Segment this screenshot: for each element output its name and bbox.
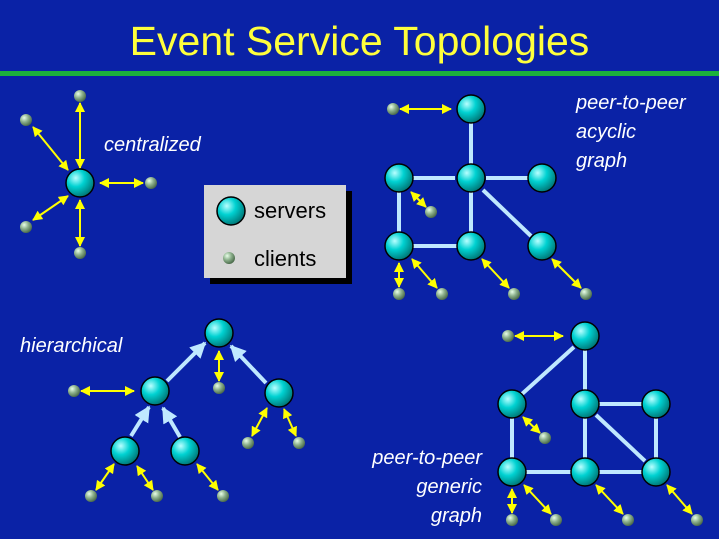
server-node bbox=[170, 436, 200, 466]
server-node bbox=[570, 321, 600, 351]
server-node bbox=[456, 231, 486, 261]
client-node bbox=[74, 247, 86, 259]
client-node bbox=[68, 385, 80, 397]
server-node bbox=[570, 389, 600, 419]
client-node bbox=[550, 514, 562, 526]
server-link bbox=[165, 341, 207, 383]
server-node bbox=[527, 163, 557, 193]
client-node bbox=[85, 490, 97, 502]
client-node bbox=[539, 432, 551, 444]
client-node bbox=[74, 90, 86, 102]
server-node bbox=[384, 163, 414, 193]
label-acyclic: peer-to-peer acyclic graph bbox=[576, 89, 686, 176]
client-link bbox=[95, 463, 115, 491]
client-link bbox=[481, 258, 510, 289]
legend-box: servers clients bbox=[204, 185, 346, 278]
client-link bbox=[136, 465, 154, 491]
client-node bbox=[242, 437, 254, 449]
server-link bbox=[161, 406, 182, 439]
server-node bbox=[497, 389, 527, 419]
label-centralized: centralized bbox=[104, 134, 201, 156]
client-link bbox=[523, 484, 552, 515]
client-link bbox=[551, 258, 582, 289]
client-link bbox=[666, 484, 693, 515]
label-acyclic-line: peer-to-peer bbox=[576, 92, 686, 114]
legend-symbols bbox=[216, 196, 246, 264]
server-link bbox=[594, 413, 647, 463]
title-divider bbox=[0, 71, 719, 76]
server-node bbox=[384, 231, 414, 261]
server-node bbox=[641, 457, 671, 487]
client-node bbox=[293, 437, 305, 449]
server-link bbox=[481, 188, 533, 238]
client-link bbox=[595, 484, 624, 515]
client-node bbox=[502, 330, 514, 342]
hierarchical-topology bbox=[68, 318, 305, 502]
client-node bbox=[393, 288, 405, 300]
client-link bbox=[522, 416, 541, 434]
client-node bbox=[691, 514, 703, 526]
client-link bbox=[410, 191, 427, 208]
client-node bbox=[213, 382, 225, 394]
client-link bbox=[32, 126, 69, 171]
client-link bbox=[411, 258, 438, 289]
server-node bbox=[527, 231, 557, 261]
server-node bbox=[110, 436, 140, 466]
label-generic: peer-to-peer generic graph bbox=[330, 444, 482, 531]
generic-topology bbox=[497, 321, 703, 526]
server-node bbox=[641, 389, 671, 419]
client-node bbox=[622, 514, 634, 526]
label-generic-line: peer-to-peer bbox=[372, 447, 482, 469]
server-node bbox=[264, 378, 294, 408]
legend-server-symbol bbox=[216, 196, 246, 226]
client-node bbox=[436, 288, 448, 300]
legend-client-symbol bbox=[223, 252, 235, 264]
client-link bbox=[283, 408, 297, 437]
client-node bbox=[217, 490, 229, 502]
server-link bbox=[229, 344, 268, 385]
client-node bbox=[580, 288, 592, 300]
client-link bbox=[32, 195, 69, 221]
slide-title: Event Service Topologies bbox=[129, 18, 590, 64]
label-acyclic-line: graph bbox=[576, 150, 628, 172]
client-node bbox=[387, 103, 399, 115]
legend-clients-label: clients bbox=[254, 246, 317, 271]
server-link bbox=[129, 405, 151, 438]
client-node bbox=[425, 206, 437, 218]
label-hierarchical: hierarchical bbox=[20, 335, 123, 357]
server-link bbox=[520, 345, 576, 396]
server-node bbox=[456, 94, 486, 124]
label-generic-line: generic bbox=[416, 476, 482, 498]
client-link bbox=[251, 407, 268, 437]
client-node bbox=[506, 514, 518, 526]
server-node bbox=[497, 457, 527, 487]
label-acyclic-line: acyclic bbox=[576, 121, 637, 143]
centralized-topology bbox=[20, 90, 157, 259]
server-node bbox=[140, 376, 170, 406]
client-node bbox=[508, 288, 520, 300]
server-node bbox=[570, 457, 600, 487]
client-link bbox=[196, 463, 219, 491]
label-generic-line: graph bbox=[430, 505, 482, 527]
client-node bbox=[151, 490, 163, 502]
client-node bbox=[20, 221, 32, 233]
server-node bbox=[456, 163, 486, 193]
server-node bbox=[65, 168, 95, 198]
server-node bbox=[204, 318, 234, 348]
client-node bbox=[145, 177, 157, 189]
client-node bbox=[20, 114, 32, 126]
acyclic-topology bbox=[384, 94, 592, 300]
legend-servers-label: servers bbox=[254, 198, 327, 223]
